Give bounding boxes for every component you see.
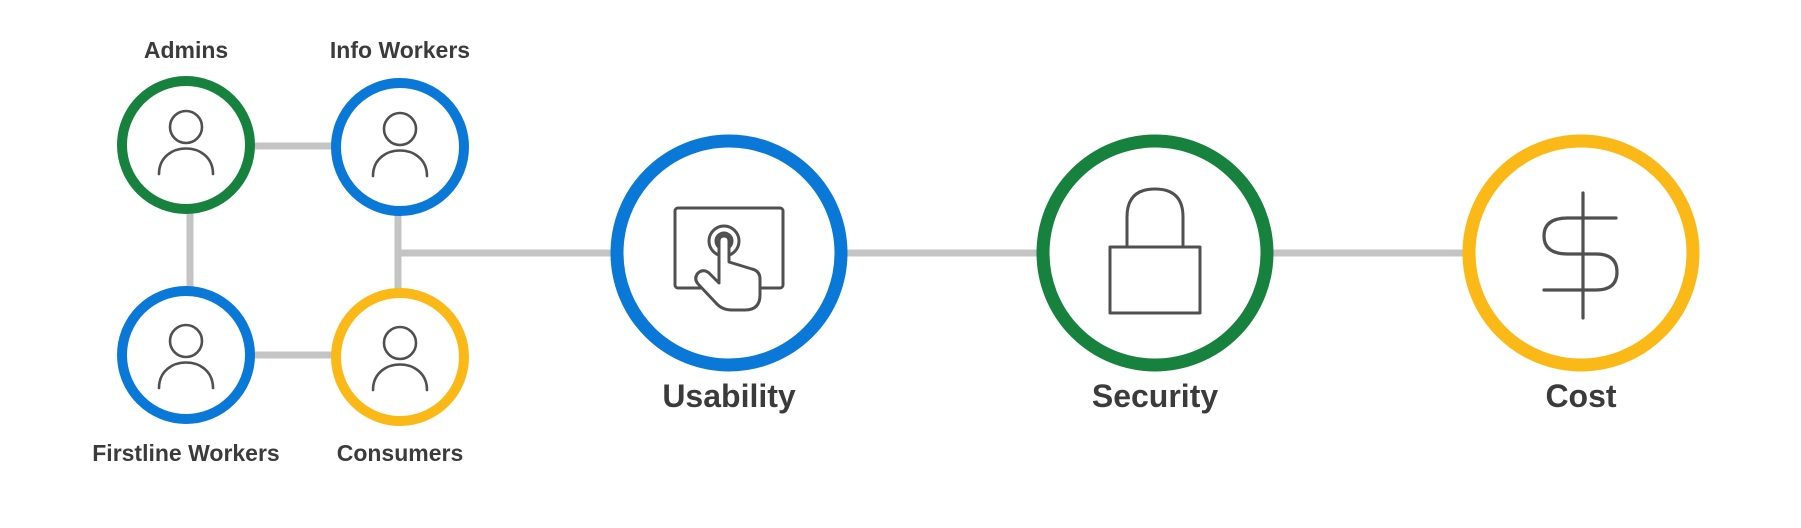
touch-screen-icon: [673, 206, 785, 312]
pillar-label: Cost: [1545, 378, 1616, 414]
persona-ring: [117, 76, 255, 214]
persona-consumers: Consumers: [331, 288, 469, 466]
persona-admins: Admins: [117, 37, 255, 214]
pillar-security: Security: [1036, 134, 1274, 414]
pillar-cost: Cost: [1462, 134, 1700, 414]
persona-label: Info Workers: [330, 37, 470, 63]
persona-ring: [331, 78, 469, 216]
person-icon: [371, 111, 429, 178]
persona-info-workers: Info Workers: [330, 37, 470, 216]
pillar-label: Security: [1092, 378, 1218, 414]
persona-firstline-workers: Firstline Workers: [92, 286, 280, 466]
persona-label: Firstline Workers: [92, 440, 279, 466]
pillar-label: Usability: [662, 378, 796, 414]
persona-ring: [331, 288, 469, 426]
connector-lines: [186, 142, 1467, 359]
persona-label: Consumers: [337, 440, 464, 466]
lock-icon: [1108, 187, 1202, 315]
person-icon: [157, 323, 215, 390]
person-icon: [157, 109, 215, 176]
dollar-icon: [1542, 191, 1619, 320]
persona-label: Admins: [144, 37, 228, 63]
person-icon: [371, 325, 429, 392]
pillar-usability: Usability: [610, 134, 848, 414]
persona-ring: [117, 286, 255, 424]
